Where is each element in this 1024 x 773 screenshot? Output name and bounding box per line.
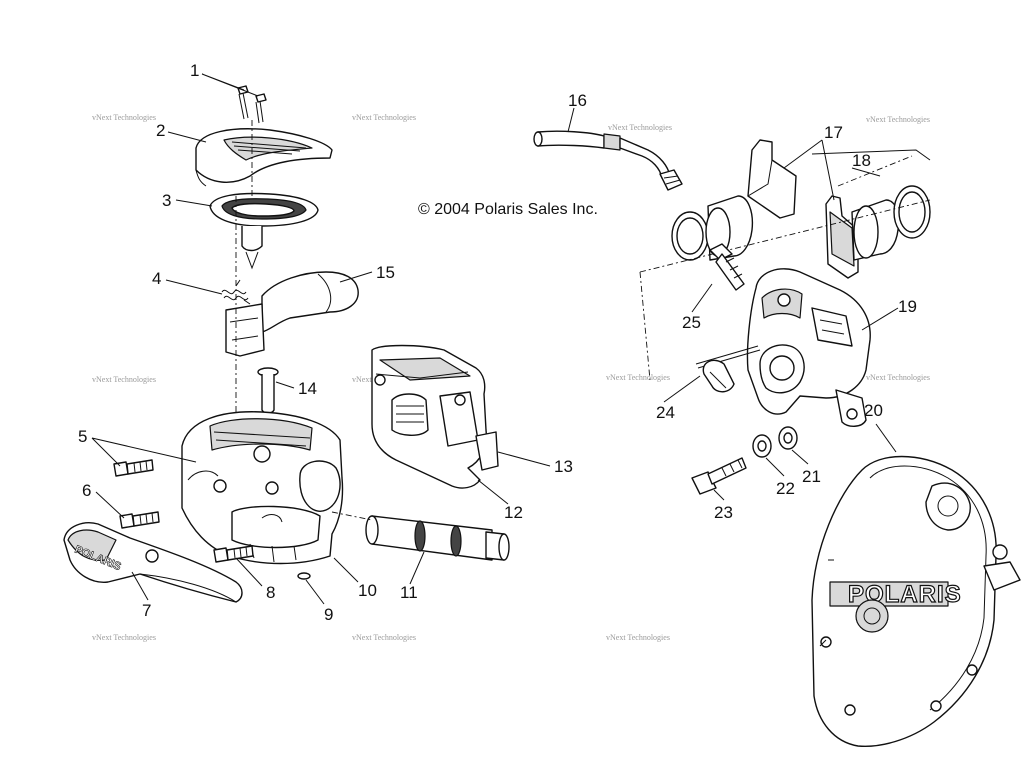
copyright-notice: © 2004 Polaris Sales Inc. (418, 201, 598, 218)
watermark: vNext Technologies (608, 123, 672, 132)
part-9-clip (297, 572, 311, 580)
part-24-pad-pin-clip (695, 345, 761, 393)
part-11-grip-tube (365, 515, 510, 561)
part-21-washer (778, 426, 798, 450)
watermark: vNext Technologies (92, 113, 156, 122)
callout-19: 19 (898, 297, 917, 316)
callout-1: 1 (190, 61, 199, 80)
part-25-bleeder-screw (709, 243, 745, 291)
part-3-diaphragm (209, 192, 319, 270)
callout-11: 11 (400, 583, 418, 602)
callout-12: 12 (504, 503, 523, 522)
callout-13: 13 (554, 457, 573, 476)
part-12-switch-housing (371, 344, 487, 489)
part-7-brake-lever: POLARIS (63, 522, 243, 603)
callouts: 1 2 3 4 5 6 7 8 9 10 11 12 13 14 15 16 1… (78, 61, 917, 624)
callout-10: 10 (358, 581, 377, 600)
callout-9: 9 (324, 605, 333, 624)
callout-25: 25 (682, 313, 701, 332)
watermark: vNext Technologies (352, 633, 416, 642)
callout-18: 18 (852, 151, 871, 170)
callout-22: 22 (776, 479, 795, 498)
watermark: vNext Technologies (92, 375, 156, 384)
part-22-washer (752, 434, 772, 458)
watermark: vNext Technologies (606, 633, 670, 642)
part-20-brake-cover: POLARIS (811, 455, 1021, 747)
part-23-bolt (691, 457, 747, 495)
part-5-screw (113, 459, 154, 477)
part-15-throttle-lever (225, 271, 359, 357)
callout-24: 24 (656, 403, 675, 422)
part-6-screw (119, 511, 160, 529)
part-10-housing (181, 411, 344, 565)
part-14-pivot-pin (257, 367, 279, 414)
watermark: vNext Technologies (606, 373, 670, 382)
callout-16: 16 (568, 91, 587, 110)
callout-20: 20 (864, 401, 883, 420)
alignment-line (837, 155, 913, 187)
callout-15: 15 (376, 263, 395, 282)
watermark: vNext Technologies (866, 115, 930, 124)
watermark: vNext Technologies (92, 633, 156, 642)
callout-4: 4 (152, 269, 161, 288)
callout-5: 5 (78, 427, 87, 446)
callout-21: 21 (802, 467, 821, 486)
alignment-line (639, 199, 931, 273)
callout-3: 3 (162, 191, 171, 210)
part-16-brake-line (533, 130, 683, 191)
brand-mark-cover: POLARIS (848, 581, 962, 608)
part-18-brake-pad-right (825, 195, 859, 279)
watermark: vNext Technologies (866, 373, 930, 382)
callout-14: 14 (298, 379, 317, 398)
alignment-line (639, 271, 651, 381)
callout-6: 6 (82, 481, 91, 500)
watermark: vNext Technologies (352, 113, 416, 122)
callout-23: 23 (714, 503, 733, 522)
part-17-brake-pad-left (747, 139, 797, 219)
callout-2: 2 (156, 121, 165, 140)
part-19-caliper-body (746, 268, 871, 427)
callout-7: 7 (142, 601, 151, 620)
leader-lines (91, 73, 899, 605)
bracket-line (811, 149, 931, 161)
part-1-screws (237, 85, 267, 124)
alignment-line (331, 511, 373, 521)
part-8-screw (213, 545, 254, 563)
part-13-bracket (475, 431, 499, 471)
part-18-piston-seal-right (851, 185, 931, 261)
callout-8: 8 (266, 583, 275, 602)
callout-17: 17 (824, 123, 843, 142)
part-2-top-cover (195, 128, 333, 187)
